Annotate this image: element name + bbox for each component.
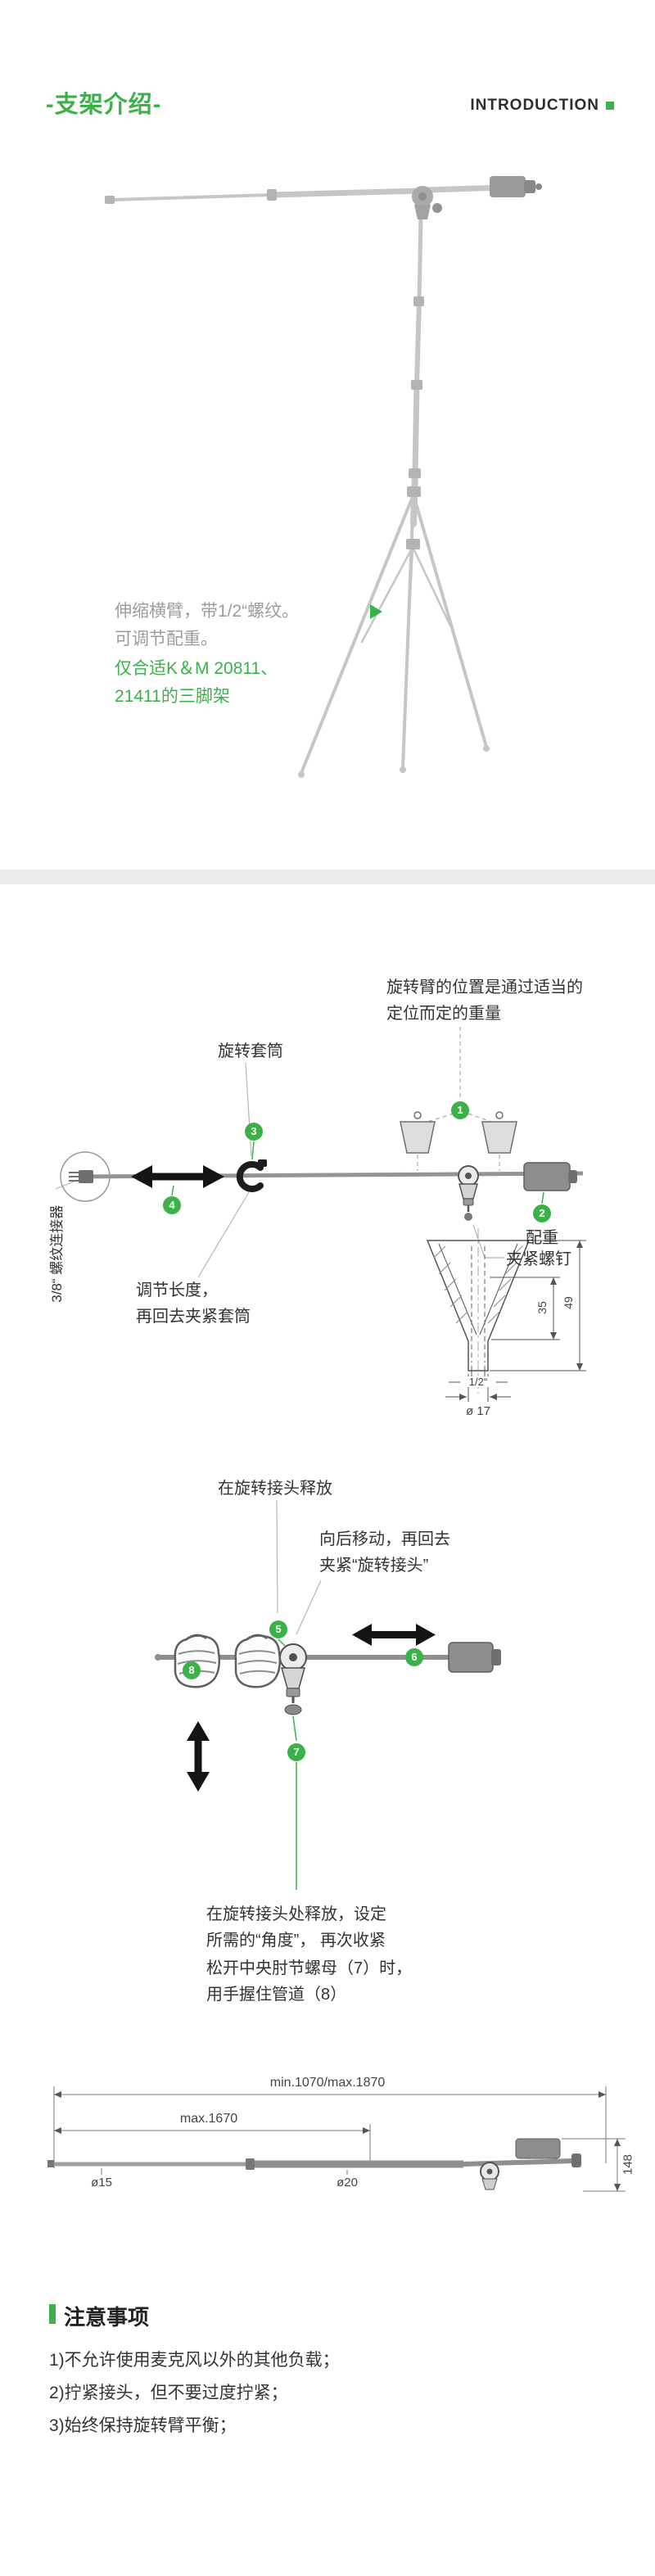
note-adjust-line-2: 再回去夹紧套筒	[136, 1308, 251, 1326]
dim-thread-size: 1/2“	[460, 1376, 496, 1387]
boom-rod-side-view	[47, 2138, 581, 2190]
dim-depth-inner: 35	[535, 1301, 549, 1314]
left-hand-illustration	[174, 1634, 221, 1688]
hero-caption-line-1: 伸缩横臂，带1/2“螺纹。	[115, 602, 300, 621]
label-clamp-screw: 夹紧螺钉	[506, 1250, 571, 1268]
green-triangle-icon	[370, 604, 382, 619]
step-badge-7: 7	[287, 1743, 305, 1761]
step-badge-8: 8	[183, 1661, 201, 1679]
section-divider	[0, 870, 655, 884]
leader-lines	[55, 1062, 504, 1278]
note-adjust-line-1: 调节长度，	[136, 1281, 218, 1299]
tripod-stand-illustration	[105, 176, 542, 778]
dim-arm-length: max.1670	[179, 2112, 238, 2126]
thread-connector	[60, 1151, 111, 1202]
placement-dashes	[417, 1027, 500, 1171]
center-swivel-joint	[279, 1643, 307, 1715]
note-move-line-1: 向后移动，再回去	[319, 1530, 450, 1548]
dim-diameter: ø 17	[465, 1404, 490, 1418]
boom-swivel-joint	[412, 186, 442, 219]
leader-lines	[276, 1499, 322, 1635]
note-item-2: 2)拧紧接头，但不要过度拧紧；	[49, 2384, 288, 2402]
note-release: 在旋转接头释放	[218, 1480, 332, 1498]
warning-line-2: 用手握住管道（8）	[206, 1986, 347, 2004]
slide-arrow-icon	[131, 1165, 224, 1188]
hero-caption-line-3: 仅合适K＆M 20811、	[115, 659, 278, 678]
header-subtitle: INTRODUCTION	[470, 97, 599, 114]
notes-title: 注意事项	[64, 2305, 150, 2330]
clamp-sleeve	[236, 1159, 267, 1192]
mid-swivel-joint	[458, 1165, 479, 1221]
label-swivel-sleeve: 旋转套筒	[218, 1042, 283, 1060]
header-right: INTRODUCTION	[470, 97, 614, 115]
hero-caption-line-2: 可调节配重。	[115, 630, 218, 649]
step-badge-4: 4	[163, 1196, 181, 1214]
note-bottom-line-2: 所需的“角度”， 再次收紧	[206, 1932, 386, 1950]
warning-line-1: 松开中央肘节螺母（7）时，	[206, 1959, 413, 1977]
note-move-line-2: 夹紧“旋转接头”	[319, 1557, 429, 1575]
hero-caption-line-4: 21411的三脚架	[115, 687, 230, 706]
move-arrow-icons	[187, 1624, 436, 1792]
thread-detail-view	[426, 1228, 586, 1402]
dim-tube-small: ø15	[91, 2176, 112, 2190]
dim-end-height: 148	[621, 2153, 635, 2176]
step-badge-3: 3	[245, 1123, 263, 1141]
tripod-collars	[105, 189, 424, 549]
note-position-line-1: 旋转臂的位置是通过适当的	[386, 978, 583, 997]
right-hand-illustration	[234, 1634, 282, 1688]
badge-connectors	[278, 1638, 297, 1890]
tube-end-cap	[155, 1654, 161, 1661]
notes-title-marker	[49, 2304, 56, 2324]
block-counterweight	[523, 1162, 577, 1191]
step-badge-2: 2	[533, 1204, 551, 1222]
boom-arm-diagram	[55, 1027, 586, 1402]
step-badge-6: 6	[405, 1648, 423, 1666]
block-counterweight	[448, 1642, 501, 1673]
cone-weights	[400, 1111, 517, 1154]
label-counterweight: 配重	[526, 1229, 558, 1247]
note-bottom-line-1: 在旋转接头处释放，设定	[206, 1905, 386, 1923]
dimension-diagram	[47, 2086, 626, 2192]
tripod-frame	[111, 183, 535, 775]
tripod-feet	[298, 745, 490, 778]
step-badge-1: 1	[451, 1101, 469, 1119]
dim-tube-large: ø20	[337, 2176, 358, 2190]
note-item-1: 1)不允许使用麦克风以外的其他负载；	[49, 2351, 340, 2370]
dim-total-length: min.1070/max.1870	[269, 2076, 386, 2090]
dimension-lines	[53, 2086, 626, 2192]
page-title: -支架介绍-	[46, 92, 162, 118]
label-thread-connector: 3/8“ 螺纹连接器	[48, 1204, 65, 1303]
note-item-3: 3)始终保持旋转臂平衡；	[49, 2416, 237, 2435]
step-badge-5: 5	[269, 1620, 287, 1638]
note-position-line-2: 定位而定的重量	[386, 1005, 501, 1023]
dim-depth-total: 49	[562, 1296, 575, 1309]
badge-connectors	[171, 1141, 544, 1204]
boom-counterweight	[490, 176, 542, 197]
green-square-icon	[606, 102, 614, 110]
